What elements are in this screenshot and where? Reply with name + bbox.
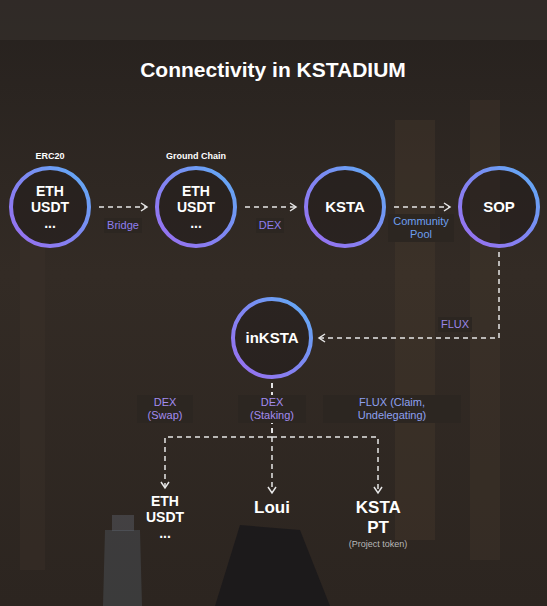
diagram-title: Connectivity in KSTADIUM xyxy=(140,58,406,82)
circle-content: inKSTA xyxy=(231,297,313,379)
connector xyxy=(245,203,296,211)
arrow-head xyxy=(444,203,450,211)
circle-node: inKSTA xyxy=(231,297,313,379)
connector xyxy=(319,252,499,342)
node-text: KSTA xyxy=(325,198,365,215)
circle-content: ETH USDT ... xyxy=(9,166,91,248)
chain-heading: ERC20 xyxy=(35,151,64,161)
connector xyxy=(99,203,147,211)
arrow-head xyxy=(319,334,325,342)
circle-ring xyxy=(233,299,311,377)
edge-label: FLUX xyxy=(438,317,472,332)
circle-content: SOP xyxy=(458,166,540,248)
edge-label: FLUX (Claim, Undelegating) xyxy=(323,395,461,423)
text-node: KSTA PT (Project token) xyxy=(349,498,408,549)
dashed-line xyxy=(245,206,296,208)
edge-label: DEX (Staking) xyxy=(238,395,306,423)
node-text: KSTA PT xyxy=(356,498,400,537)
node-text: ETH USDT ... xyxy=(31,183,69,231)
arrow-head xyxy=(374,487,382,493)
node-text: Loui xyxy=(254,498,290,518)
text-node: ETH USDT ... xyxy=(146,493,184,541)
chain-heading: Ground Chain xyxy=(166,151,226,161)
circle-ring xyxy=(460,168,538,246)
edge-label: Bridge xyxy=(104,218,142,233)
arrow-head xyxy=(141,203,147,211)
circle-ring xyxy=(306,168,384,246)
text-node: Loui xyxy=(254,498,290,518)
node-text: (Project token) xyxy=(349,539,408,549)
node-text: SOP xyxy=(483,198,515,215)
dashed-line xyxy=(99,206,147,208)
circle-node: KSTA xyxy=(304,166,386,248)
circle-node: ETH USDT ...ERC20 xyxy=(9,166,91,248)
circle-node: ETH USDT ...Ground Chain xyxy=(155,166,237,248)
edge-label: Community Pool xyxy=(388,214,454,242)
circle-ring xyxy=(11,168,89,246)
circle-ring xyxy=(157,168,235,246)
arrow-head xyxy=(161,482,169,488)
node-text: ETH USDT ... xyxy=(177,183,215,231)
circle-content: KSTA xyxy=(304,166,386,248)
edge-label: DEX (Swap) xyxy=(137,395,193,423)
circle-node: SOP xyxy=(458,166,540,248)
arrow-head xyxy=(268,487,276,493)
edge-label: DEX xyxy=(256,218,285,233)
circle-content: ETH USDT ... xyxy=(155,166,237,248)
node-text: inKSTA xyxy=(245,329,298,346)
connector xyxy=(394,203,450,211)
arrow-head xyxy=(290,203,296,211)
dashed-line xyxy=(394,206,450,208)
node-text: ETH USDT ... xyxy=(146,493,184,541)
dashed-line xyxy=(319,252,499,338)
